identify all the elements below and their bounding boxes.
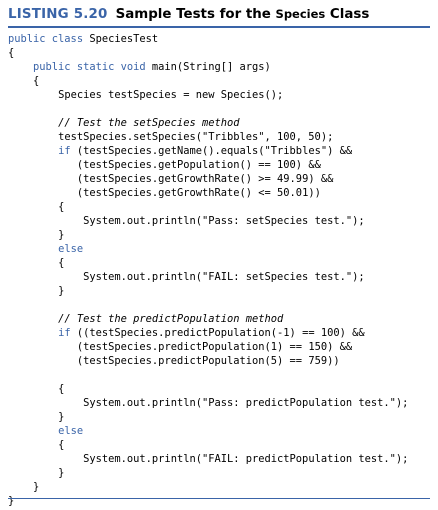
- code-text: (testSpecies.predictPopulation(5) == 759…: [76, 355, 340, 367]
- code-text: }: [8, 495, 15, 507]
- code-line: System.out.println("Pass: predictPopulat…: [83, 396, 408, 410]
- code-keyword: else: [58, 425, 84, 437]
- code-line: // Test the predictPopulation method: [58, 312, 283, 326]
- code-line: }: [8, 494, 14, 508]
- code-text: {: [58, 257, 65, 269]
- code-line: System.out.println("FAIL: setSpecies tes…: [83, 270, 365, 284]
- listing-title: Sample Tests for the Species Class: [116, 7, 370, 22]
- code-text: {: [33, 75, 40, 87]
- code-line: testSpecies.setSpecies("Tribbles", 100, …: [58, 130, 333, 144]
- code-text: ((testSpecies.predictPopulation(-1) == 1…: [76, 327, 365, 339]
- code-line: {: [8, 46, 14, 60]
- code-text: {: [8, 47, 15, 59]
- listing-title-main: Sample Tests for the: [115, 7, 276, 22]
- code-line: }: [58, 466, 64, 480]
- code-text: (testSpecies.getName().equals("Tribbles"…: [76, 145, 353, 157]
- code-line: }: [58, 410, 64, 424]
- code-text: testSpecies.setSpecies("Tribbles", 100, …: [58, 131, 334, 143]
- code-line: public class SpeciesTest: [8, 32, 158, 46]
- code-text: {: [58, 439, 65, 451]
- code-line: {: [58, 256, 64, 270]
- code-text: (testSpecies.getGrowthRate() >= 49.99) &…: [76, 173, 334, 185]
- code-text: (testSpecies.getPopulation() == 100) &&: [76, 159, 321, 171]
- code-text: }: [58, 229, 65, 241]
- code-keyword: if: [58, 327, 77, 339]
- code-text: System.out.println("FAIL: predictPopulat…: [83, 453, 409, 465]
- code-text: (testSpecies.getGrowthRate() <= 50.01)): [76, 187, 321, 199]
- code-text: (testSpecies.predictPopulation(1) == 150…: [76, 341, 353, 353]
- code-line: {: [58, 382, 64, 396]
- code-line: (testSpecies.predictPopulation(5) == 759…: [77, 354, 340, 368]
- code-text: SpeciesTest: [89, 33, 159, 45]
- code-line: else: [58, 242, 83, 256]
- code-line: (testSpecies.getGrowthRate() <= 50.01)): [77, 186, 321, 200]
- code-line: Species testSpecies = new Species();: [58, 88, 283, 102]
- code-text: System.out.println("Pass: setSpecies tes…: [83, 215, 365, 227]
- code-text: System.out.println("FAIL: setSpecies tes…: [83, 271, 365, 283]
- listing-title-end: Class: [325, 7, 370, 22]
- code-text: }: [33, 481, 40, 493]
- code-line: (testSpecies.getPopulation() == 100) &&: [77, 158, 321, 172]
- code-line: }: [33, 480, 39, 494]
- code-keyword: public static void: [33, 61, 152, 73]
- code-comment: // Test the predictPopulation method: [58, 313, 284, 325]
- code-line: }: [58, 228, 64, 242]
- code-line: if ((testSpecies.predictPopulation(-1) =…: [58, 326, 365, 340]
- code-line: // Test the setSpecies method: [58, 116, 239, 130]
- code-text: {: [58, 201, 65, 213]
- code-line: {: [58, 438, 64, 452]
- code-text: }: [58, 285, 65, 297]
- code-keyword: else: [58, 243, 84, 255]
- code-line: System.out.println("Pass: setSpecies tes…: [83, 214, 365, 228]
- code-text: Species testSpecies = new Species();: [58, 89, 284, 101]
- code-text: }: [58, 467, 65, 479]
- code-line: {: [58, 200, 64, 214]
- code-line: (testSpecies.predictPopulation(1) == 150…: [77, 340, 352, 354]
- listing-label: LISTING 5.20: [8, 7, 108, 22]
- code-comment: // Test the setSpecies method: [58, 117, 240, 129]
- code-text: }: [58, 411, 65, 423]
- code-line: {: [33, 74, 39, 88]
- code-text: {: [58, 383, 65, 395]
- code-keyword: public class: [8, 33, 90, 45]
- code-line: (testSpecies.getGrowthRate() >= 49.99) &…: [77, 172, 333, 186]
- code-line: }: [58, 284, 64, 298]
- header-rule: [8, 26, 430, 28]
- code-line: System.out.println("FAIL: predictPopulat…: [83, 452, 408, 466]
- code-line: else: [58, 424, 83, 438]
- code-line: public static void main(String[] args): [33, 60, 271, 74]
- code-block: public class SpeciesTest{public static v…: [8, 32, 436, 507]
- code-text: System.out.println("Pass: predictPopulat…: [83, 397, 409, 409]
- listing-header: LISTING 5.20 Sample Tests for the Species…: [8, 6, 369, 23]
- listing-title-class: Species: [275, 7, 326, 21]
- footer-rule: [8, 498, 430, 499]
- code-keyword: if: [58, 145, 77, 157]
- code-text: main(String[] args): [151, 61, 271, 73]
- code-line: if (testSpecies.getName().equals("Tribbl…: [58, 144, 352, 158]
